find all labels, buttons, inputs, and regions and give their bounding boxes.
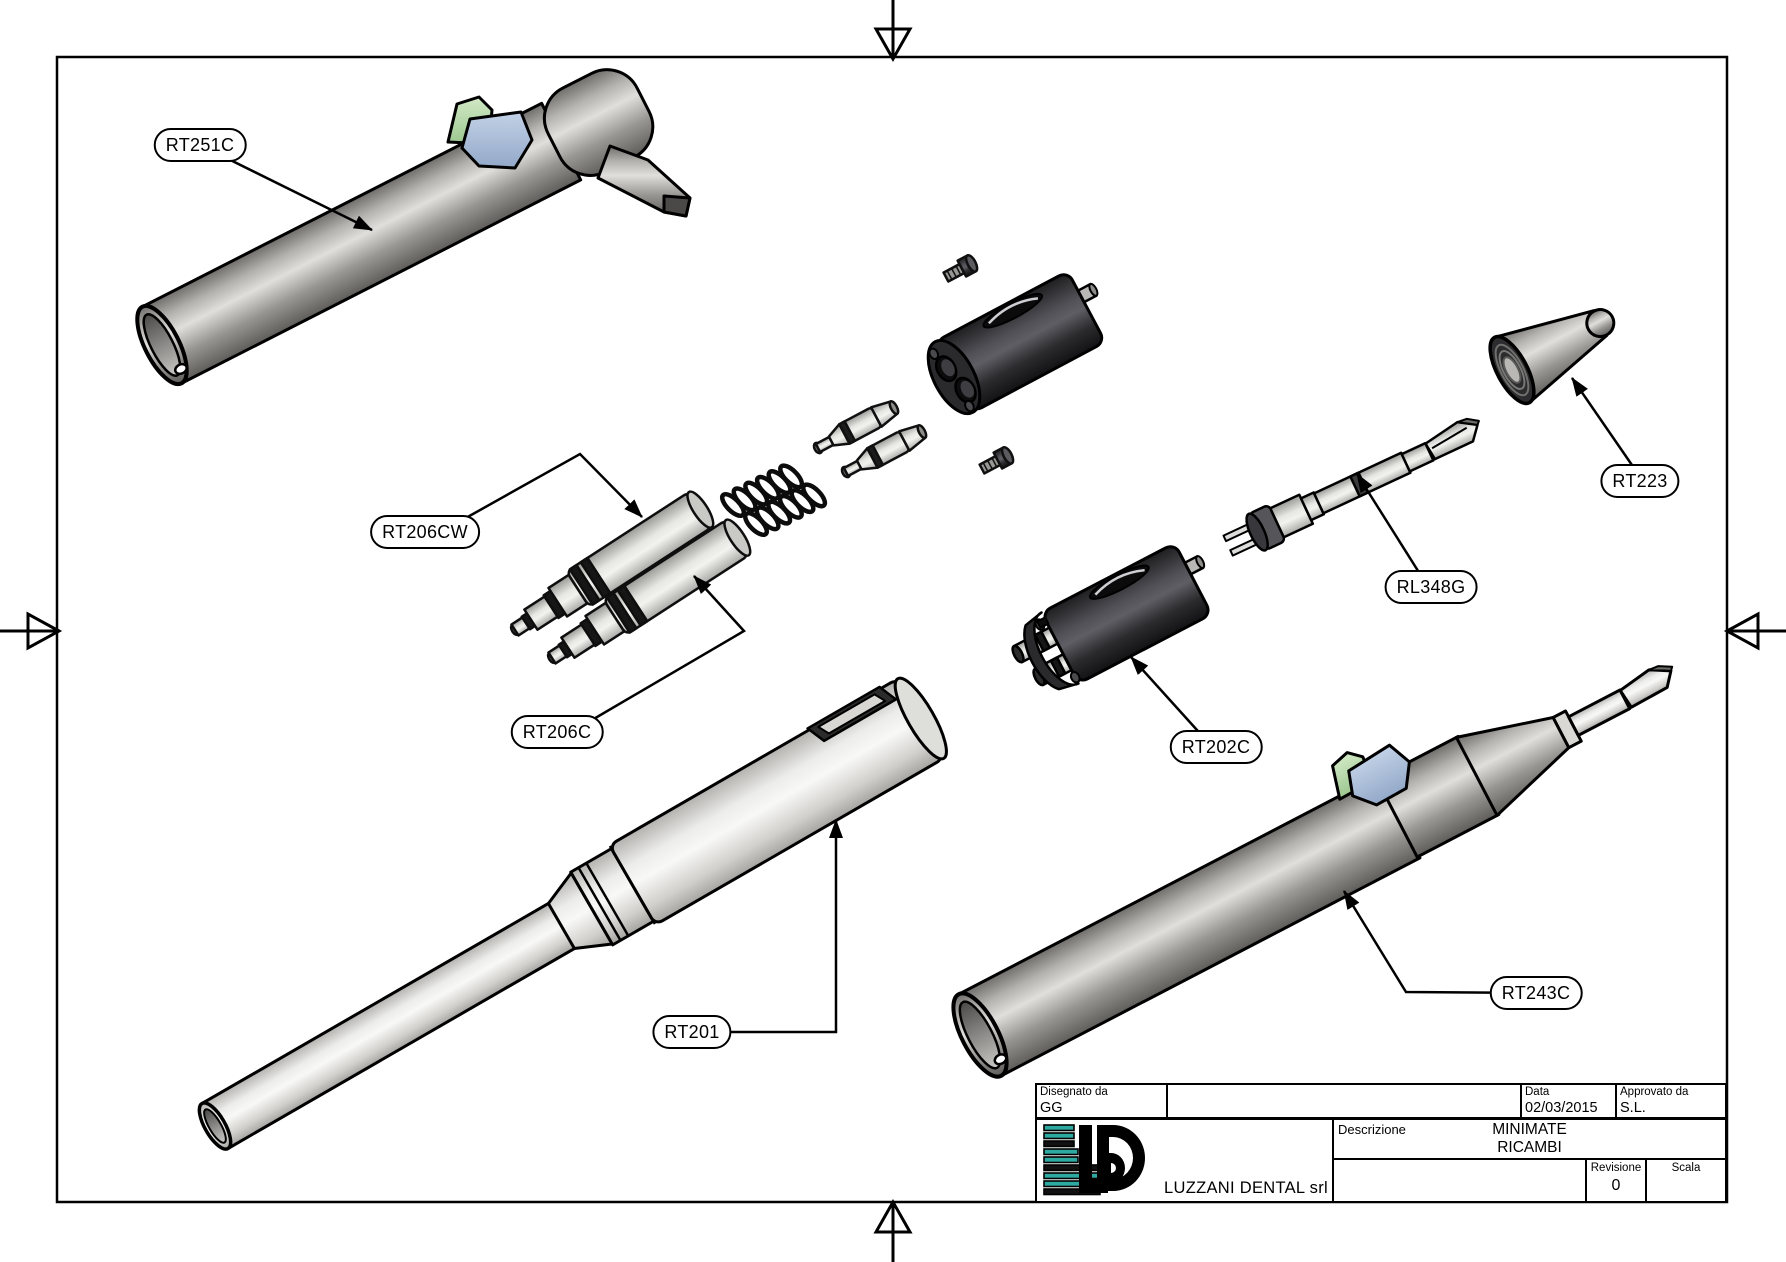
descrizione-label: Descrizione bbox=[1338, 1122, 1406, 1137]
screw-2 bbox=[978, 445, 1015, 475]
valve-stem-2 bbox=[840, 424, 928, 479]
cell-data: Data 02/03/2015 bbox=[1522, 1085, 1617, 1117]
company-name: LUZZANI DENTAL srl bbox=[1164, 1179, 1328, 1197]
disegnato-label: Disegnato da bbox=[1040, 1086, 1108, 1098]
centering-mark-left bbox=[0, 611, 63, 651]
cell-empty bbox=[1334, 1160, 1587, 1201]
blue-button bbox=[460, 110, 534, 170]
part-label-rt206cw: RT206CW bbox=[370, 515, 480, 549]
cell-descrizione: Descrizione MINIMATE RICAMBI bbox=[1334, 1120, 1725, 1160]
part-label-rt251c: RT251C bbox=[153, 128, 247, 162]
part-valve-block-upper bbox=[926, 273, 1104, 416]
centering-mark-bottom bbox=[873, 1198, 913, 1262]
leader-rl348g bbox=[1355, 473, 1422, 575]
approvato-label: Approvato da bbox=[1620, 1086, 1689, 1098]
spring-2 bbox=[742, 482, 828, 538]
part-label-rt206c: RT206C bbox=[510, 715, 604, 749]
cell-approvato: Approvato da S.L. bbox=[1617, 1085, 1725, 1117]
descrizione-line1: MINIMATE bbox=[1492, 1121, 1567, 1138]
approvato-value: S.L. bbox=[1620, 1100, 1646, 1116]
cell-logo: LUZZANI DENTAL srl bbox=[1037, 1120, 1334, 1201]
disegnato-value: GG bbox=[1040, 1100, 1063, 1116]
part-rt243c-assembled bbox=[951, 665, 1674, 1079]
part-rt201-handpiece-body bbox=[197, 676, 948, 1151]
nozzle-tip-facet bbox=[662, 194, 692, 218]
data-value: 02/03/2015 bbox=[1525, 1100, 1598, 1116]
part-label-rt243c: RT243C bbox=[1489, 976, 1583, 1010]
cell-scala: Scala bbox=[1647, 1160, 1725, 1201]
revisione-label: Revisione bbox=[1590, 1162, 1642, 1174]
part-rl348g-inner-tip bbox=[1222, 417, 1480, 557]
blue-button bbox=[1347, 743, 1411, 807]
data-label: Data bbox=[1525, 1086, 1550, 1098]
part-label-rt201: RT201 bbox=[652, 1015, 732, 1049]
leader-rt201 bbox=[692, 819, 843, 1034]
tube-rim-hole bbox=[173, 362, 188, 376]
part-rt223-nozzle-cone bbox=[1488, 308, 1616, 406]
part-valve-stems bbox=[812, 400, 928, 479]
spring-1 bbox=[719, 463, 805, 519]
leader-rt202c bbox=[1130, 656, 1207, 741]
cell-disegnato: Disegnato da GG bbox=[1037, 1085, 1168, 1117]
revisione-value: 0 bbox=[1611, 1177, 1621, 1194]
tube-rim-hole bbox=[993, 1053, 1008, 1066]
luzzani-dental-logo bbox=[1043, 1124, 1145, 1196]
cartridge-1 bbox=[509, 490, 715, 637]
part-springs bbox=[719, 463, 828, 538]
cartridge-2 bbox=[546, 518, 752, 665]
scala-label: Scala bbox=[1671, 1162, 1701, 1174]
descrizione-line2: RICAMBI bbox=[1497, 1139, 1562, 1156]
part-label-rt223: RT223 bbox=[1600, 464, 1680, 498]
cell-blank bbox=[1168, 1085, 1522, 1117]
screw-1 bbox=[942, 253, 979, 283]
centering-mark-right bbox=[1723, 611, 1786, 651]
part-rt206-cartridges bbox=[509, 490, 752, 665]
part-rt202c-valve-body bbox=[1011, 545, 1210, 691]
part-screws bbox=[942, 253, 1015, 475]
title-block: Disegnato da GG Data 02/03/2015 Approvat… bbox=[1035, 1083, 1727, 1203]
title-block-top-row: Disegnato da GG Data 02/03/2015 Approvat… bbox=[1037, 1085, 1725, 1120]
valve-stem-1 bbox=[812, 400, 900, 455]
centering-mark-top bbox=[873, 0, 913, 63]
part-label-rl348g: RL348G bbox=[1384, 570, 1478, 604]
cell-revisione: Revisione 0 bbox=[1587, 1160, 1647, 1201]
descrizione-value: MINIMATE RICAMBI bbox=[1334, 1121, 1725, 1157]
part-label-rt202c: RT202C bbox=[1169, 730, 1263, 764]
leader-rt206c bbox=[579, 575, 746, 729]
leader-rt223 bbox=[1570, 377, 1636, 469]
part-rt251c-syringe-complete bbox=[135, 68, 692, 387]
rt201-slot bbox=[806, 685, 898, 743]
leader-rt206cw bbox=[447, 452, 643, 530]
